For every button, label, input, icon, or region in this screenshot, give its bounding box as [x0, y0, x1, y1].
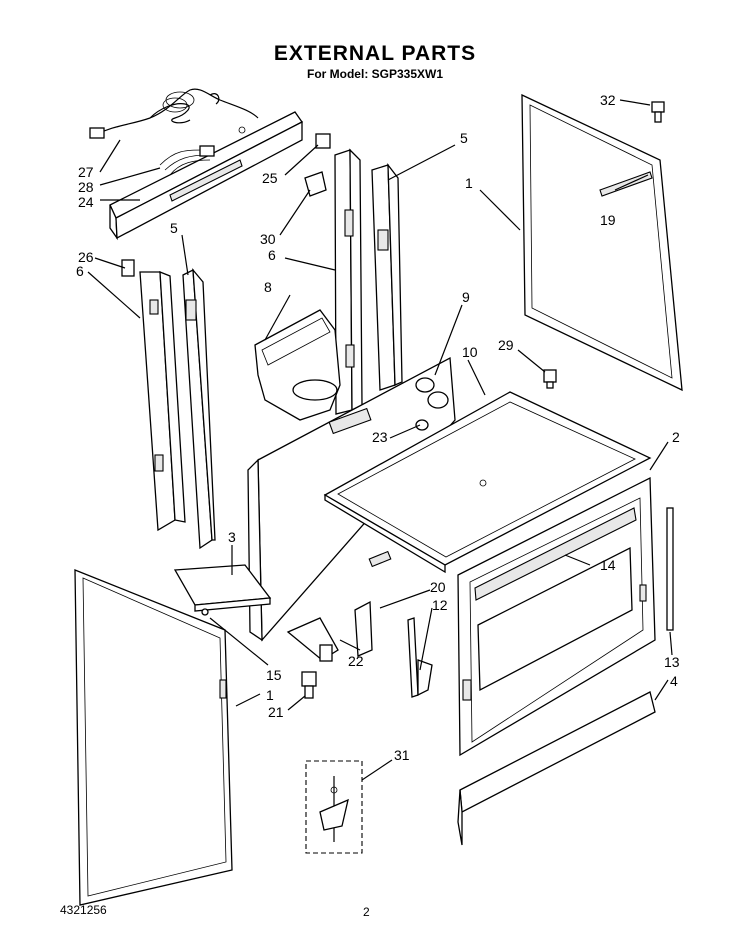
callout-32: 32 [600, 92, 616, 108]
wire-harness [159, 145, 215, 176]
side-strip [666, 507, 674, 631]
callout-28: 28 [78, 179, 94, 195]
callout-5-right: 5 [460, 130, 468, 146]
callout-labels: 32 1 5 25 19 30 6 8 9 10 29 27 28 24 5 2… [76, 92, 680, 763]
clip-25 [315, 133, 331, 149]
callout-20: 20 [430, 579, 446, 595]
right-side-panel [334, 148, 363, 415]
callout-15: 15 [266, 667, 282, 683]
leg-bracket [286, 617, 339, 662]
leveling-leg [301, 671, 317, 699]
kick-plate [457, 691, 656, 846]
callout-23: 23 [372, 429, 388, 445]
grommet-29 [543, 369, 557, 389]
callout-9: 9 [462, 289, 470, 305]
callout-13: 13 [664, 654, 680, 670]
base-rail [173, 564, 272, 612]
document-number: 4321256 [60, 903, 107, 917]
clip-30 [304, 171, 327, 197]
callout-12: 12 [432, 597, 448, 613]
left-side-panel [121, 259, 186, 532]
right-side-cover [521, 93, 683, 392]
callout-19: 19 [600, 212, 616, 228]
page-title: EXTERNAL PARTS [273, 42, 477, 65]
callout-4: 4 [670, 673, 678, 689]
plug-23 [415, 419, 429, 431]
power-cord [89, 88, 259, 139]
callout-26: 26 [78, 249, 94, 265]
detail-box-31 [305, 760, 363, 854]
callout-29: 29 [498, 337, 514, 353]
callout-1-right: 1 [465, 175, 473, 191]
callout-27: 27 [78, 164, 94, 180]
screw-15 [201, 608, 209, 616]
callout-5-left: 5 [170, 220, 178, 236]
bracket-20 [354, 600, 373, 657]
callout-2: 2 [672, 429, 680, 445]
leader-lines [87, 99, 673, 781]
left-side-trim [182, 268, 216, 550]
callout-22: 22 [348, 653, 364, 669]
callout-1-left: 1 [266, 687, 274, 703]
callout-30: 30 [260, 231, 276, 247]
bumper-32 [651, 101, 665, 123]
model-subtitle: For Model: SGP335XW1 [306, 67, 444, 81]
right-side-trim [371, 163, 403, 391]
bracket-12 [407, 617, 433, 698]
callout-25: 25 [262, 170, 278, 186]
page-number: 2 [363, 905, 370, 919]
callout-10: 10 [462, 344, 478, 360]
callout-3: 3 [228, 529, 236, 545]
callout-6-left: 6 [76, 263, 84, 279]
left-side-cover [74, 569, 233, 906]
heat-shield [254, 309, 341, 421]
callout-8: 8 [264, 279, 272, 295]
callout-24: 24 [78, 194, 94, 210]
callout-31: 31 [394, 747, 410, 763]
oven-front-frame [457, 476, 656, 757]
callout-21: 21 [268, 704, 284, 720]
rear-top-panel [109, 111, 303, 241]
callout-14: 14 [600, 557, 616, 573]
cooktop-cover [323, 391, 652, 574]
callout-6-right: 6 [268, 247, 276, 263]
